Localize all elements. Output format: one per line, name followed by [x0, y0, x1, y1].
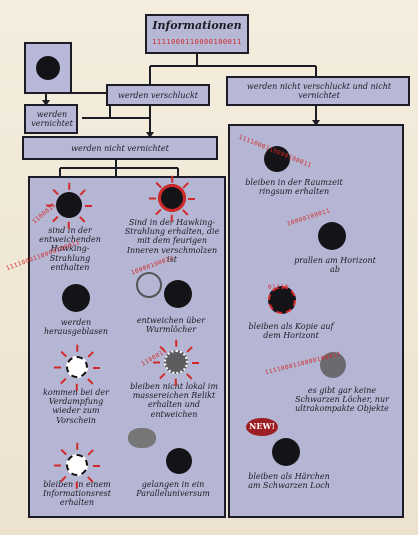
- radiation-ray: [76, 481, 78, 489]
- title-box: Informationen 1111000110000100011: [145, 14, 249, 54]
- radiation-ray: [171, 175, 173, 183]
- branch-not-swallowed: werden nicht verschluckt und nicht verni…: [226, 76, 410, 106]
- hairy-black-hole-icon: [272, 438, 300, 466]
- black-hole-icon-box: [24, 42, 72, 94]
- branch-destroyed-label: werden vernichtet: [31, 110, 73, 129]
- new-badge: NEW!: [246, 418, 278, 436]
- radiation-ray: [175, 339, 177, 347]
- radiation-ray: [46, 205, 53, 207]
- radiation-ray: [153, 362, 160, 364]
- radiation-ray: [54, 367, 61, 369]
- radiation-ray: [85, 205, 92, 207]
- branch-not-swallowed-label: werden nicht verschluckt und nicht verni…: [246, 82, 392, 101]
- horizon-copy-icon: [268, 286, 296, 314]
- title-text: Informationen: [152, 19, 242, 32]
- branch-not-destroyed: werden nicht vernichtet: [22, 136, 218, 160]
- branch-destroyed: werden vernichtet: [24, 104, 78, 134]
- left-item-4: entweichen über Wurmlöcher: [136, 316, 206, 335]
- parallel-universe-icon: [128, 428, 156, 448]
- left-column: [28, 176, 226, 518]
- radiation-ray: [76, 344, 78, 352]
- bit-stream: 01110: [268, 284, 289, 291]
- relic-icon: [164, 350, 188, 374]
- black-hole-icon: [62, 284, 90, 312]
- branch-swallowed-label: werden verschluckt: [117, 91, 199, 100]
- radiation-ray: [171, 214, 173, 222]
- black-hole-icon: [166, 448, 192, 474]
- right-item-2: prallen am Horizont ab: [294, 256, 376, 275]
- left-item-6: bleiben nicht lokal im massereichen Reli…: [130, 382, 218, 419]
- left-item-1: sind in der entweichenden Hawking-Strahl…: [39, 226, 101, 272]
- right-item-3: bleiben als Kopie auf dem Horizont: [248, 322, 334, 341]
- black-hole-icon: [264, 146, 290, 172]
- wormhole-icon: [136, 272, 162, 298]
- black-hole-icon: [36, 56, 60, 80]
- radiation-ray: [149, 198, 156, 200]
- compact-object-icon: [320, 352, 346, 378]
- radiation-ray: [93, 465, 100, 467]
- right-item-1: bleiben in der Raumzeit ringsum erhalten: [245, 178, 343, 197]
- evaporating-hole-icon: [66, 356, 88, 378]
- radiation-ray: [54, 465, 61, 467]
- radiation-ray: [93, 367, 100, 369]
- radiation-ray: [192, 362, 199, 364]
- black-hole-icon: [56, 192, 82, 218]
- branch-not-destroyed-label: werden nicht vernichtet: [71, 144, 169, 153]
- radiation-ray: [175, 378, 177, 386]
- branch-swallowed: werden verschluckt: [106, 84, 210, 106]
- radiation-ray: [68, 182, 70, 190]
- title-bits: 1111000110000100011: [152, 38, 242, 46]
- right-column: [228, 124, 404, 518]
- left-item-2: Sind in der Hawking-Strahlung erhalten, …: [124, 218, 220, 264]
- radiation-ray: [76, 442, 78, 450]
- radiation-ray: [76, 383, 78, 391]
- right-item-5: bleiben als Härchen am Schwarzen Loch: [248, 472, 330, 491]
- fiery-black-hole-icon: [158, 184, 186, 212]
- left-item-3: werden herausgeblasen: [43, 318, 109, 337]
- remnant-icon: [66, 454, 88, 476]
- radiation-ray: [188, 198, 195, 200]
- black-hole-icon: [318, 222, 346, 250]
- radiation-ray: [68, 221, 70, 229]
- black-hole-icon: [164, 280, 192, 308]
- right-item-4: es gibt gar keine Schwarzen Löcher, nur …: [295, 386, 389, 414]
- left-item-8: gelangen in ein Paralleluniversum: [136, 480, 210, 499]
- left-item-5: kommen bei der Verdampfung wieder zum Vo…: [43, 388, 109, 425]
